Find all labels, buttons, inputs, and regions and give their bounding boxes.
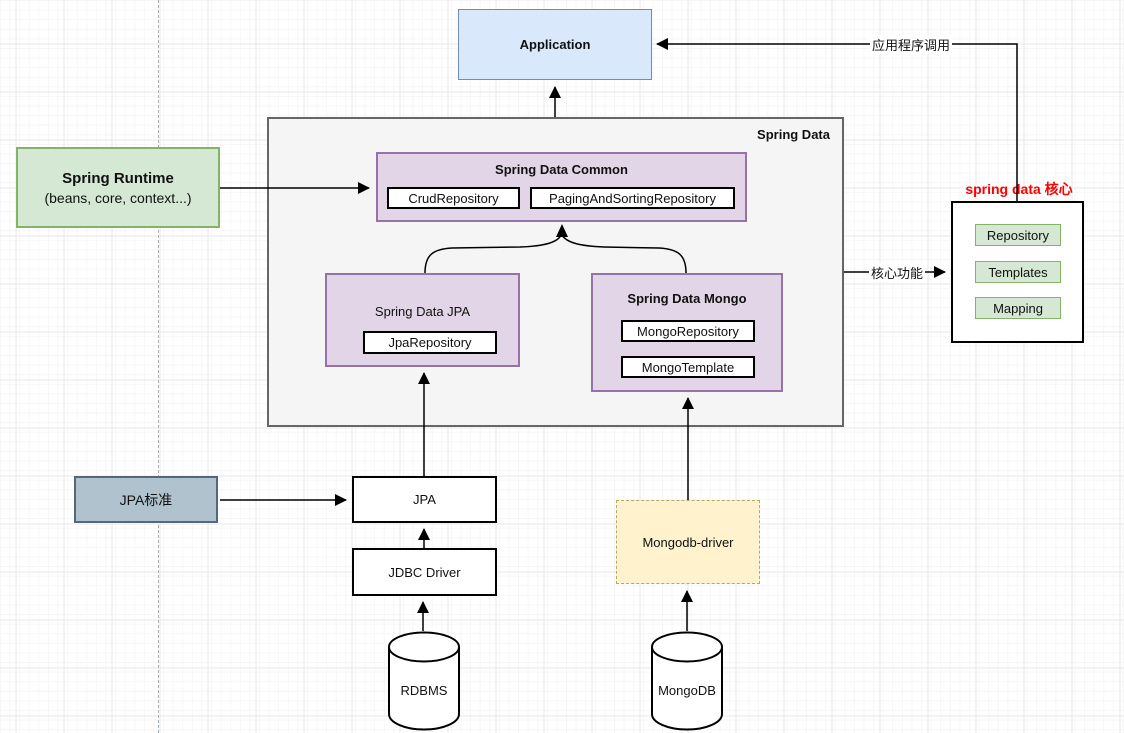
mongo-template-node: MongoTemplate <box>621 356 755 378</box>
database-cylinder-icon <box>651 631 723 731</box>
application-call-text: 应用程序调用 <box>869 34 952 54</box>
paging-and-sorting-repository-node: PagingAndSortingRepository <box>530 187 735 209</box>
jpa-label: JPA <box>413 492 436 507</box>
jpa-standard-node: JPA标准 <box>74 476 218 523</box>
jpa-repository-label: JpaRepository <box>388 335 472 350</box>
crud-repository-node: CrudRepository <box>387 187 520 209</box>
templates-label: Templates <box>988 264 1048 280</box>
repository-label: Repository <box>986 227 1050 243</box>
core-function-text: 核心功能 <box>868 262 925 282</box>
mongo-repository-label: MongoRepository <box>637 323 739 339</box>
mongodb-database-node: MongoDB <box>650 631 724 731</box>
spring-data-core-heading: spring data 核心 <box>965 181 1073 197</box>
repository-node: Repository <box>975 224 1061 246</box>
database-cylinder-icon <box>388 631 460 731</box>
spring-runtime-title: Spring Runtime <box>62 169 174 187</box>
core-function-edge-label: 核心功能 <box>847 262 947 282</box>
mongodb-driver-node: Mongodb-driver <box>616 500 760 584</box>
spring-runtime-node: Spring Runtime (beans, core, context...) <box>16 147 220 228</box>
jpa-node: JPA <box>352 476 497 523</box>
jdbc-driver-label: JDBC Driver <box>388 564 461 580</box>
page-boundary-guide <box>158 0 159 733</box>
mongodb-driver-label: Mongodb-driver <box>642 534 734 550</box>
jpa-repository-node: JpaRepository <box>363 331 497 354</box>
templates-node: Templates <box>975 261 1061 283</box>
application-label: Application <box>519 37 591 52</box>
mongo-template-label: MongoTemplate <box>641 359 735 375</box>
spring-data-common-title: Spring Data Common <box>495 162 628 177</box>
application-call-edge-label: 应用程序调用 <box>846 34 976 54</box>
crud-repository-label: CrudRepository <box>408 190 499 206</box>
jdbc-driver-node: JDBC Driver <box>352 548 497 596</box>
mapping-node: Mapping <box>975 297 1061 319</box>
application-node: Application <box>458 9 652 80</box>
paging-and-sorting-repository-label: PagingAndSortingRepository <box>549 190 716 206</box>
spring-runtime-subtitle: (beans, core, context...) <box>44 189 192 206</box>
jpa-standard-label: JPA标准 <box>119 491 173 508</box>
mongo-repository-node: MongoRepository <box>621 320 755 342</box>
spring-data-mongo-title: Spring Data Mongo <box>627 291 747 306</box>
mapping-label: Mapping <box>993 300 1043 316</box>
spring-data-container-label: Spring Data <box>757 127 830 142</box>
spring-data-jpa-title: Spring Data JPA <box>374 304 471 319</box>
rdbms-database-node: RDBMS <box>387 631 461 731</box>
rdbms-label: RDBMS <box>400 683 448 698</box>
mongodb-label: MongoDB <box>658 683 716 698</box>
